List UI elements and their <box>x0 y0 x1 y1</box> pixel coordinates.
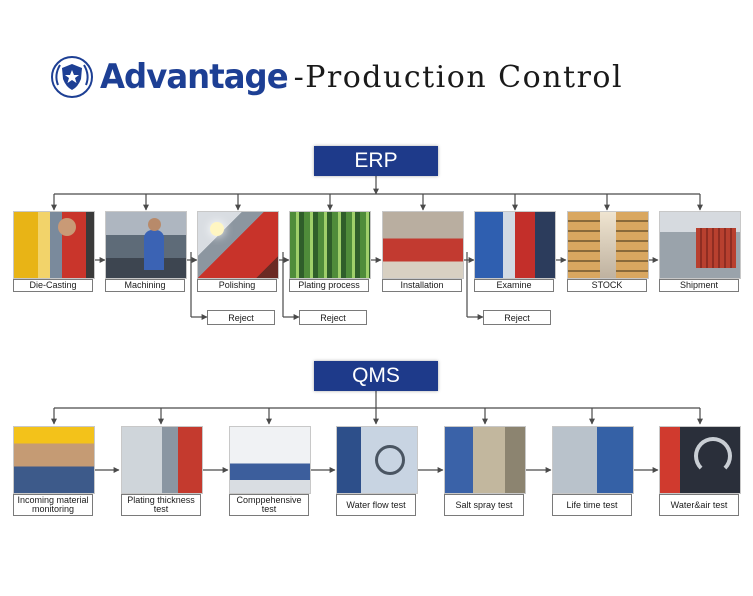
faucet-test-photo <box>659 426 741 494</box>
test-bench-photo <box>336 426 418 494</box>
step-label: Shipment <box>659 279 739 292</box>
erp-header: ERP <box>314 146 438 176</box>
helmet-inspector-photo <box>13 426 95 494</box>
step-label: STOCK <box>567 279 647 292</box>
step-label: Installation <box>382 279 462 292</box>
step-label: Salt spray test <box>444 494 524 516</box>
assembly-line-photo <box>382 211 464 279</box>
step-label: Die-Casting <box>13 279 93 292</box>
step-label: Examine <box>474 279 554 292</box>
step-label: Comppehensive test <box>229 494 309 516</box>
step-label: Water&air test <box>659 494 739 516</box>
container-photo <box>659 211 741 279</box>
salt-spray-chamber-photo <box>444 426 526 494</box>
worker-machine-photo <box>105 211 187 279</box>
lab-room-photo <box>229 426 311 494</box>
inspection-photo <box>474 211 556 279</box>
step-label: Incoming material monitoring <box>13 494 93 516</box>
warehouse-photo <box>567 211 649 279</box>
worker-polishing-photo <box>197 211 279 279</box>
reject-plating: Reject <box>299 310 367 325</box>
step-label: Polishing <box>197 279 277 292</box>
step-label: Plating thickness test <box>121 494 201 516</box>
step-label: Water flow test <box>336 494 416 516</box>
qms-header: QMS <box>314 361 438 391</box>
reject-polishing: Reject <box>207 310 275 325</box>
reject-examine: Reject <box>483 310 551 325</box>
step-label: Life time test <box>552 494 632 516</box>
step-label: Plating process <box>289 279 369 292</box>
lab-instrument-photo <box>121 426 203 494</box>
plating-line-photo <box>289 211 371 279</box>
life-test-rig-photo <box>552 426 634 494</box>
step-label: Machining <box>105 279 185 292</box>
worker-machine-photo <box>13 211 95 279</box>
